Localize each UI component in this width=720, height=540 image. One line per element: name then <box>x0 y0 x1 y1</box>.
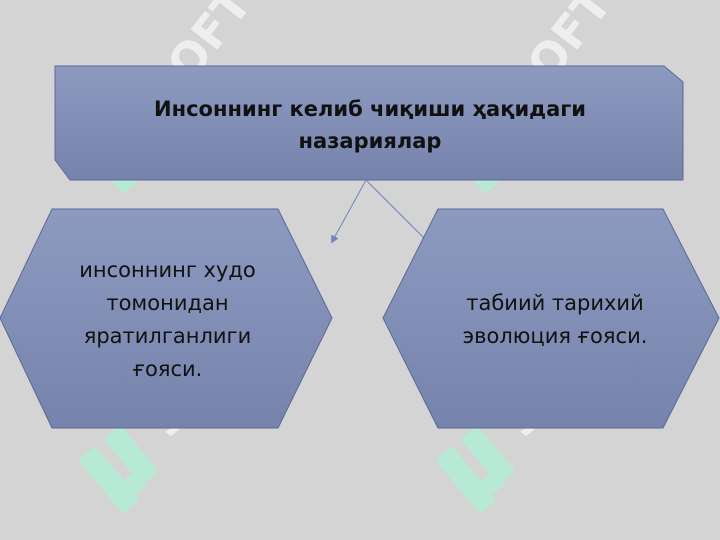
right-node-text: табиий тарихий эволюция ғояси. <box>420 250 690 390</box>
diagram-title: Инсоннинг келиб чиқиши ҳақидаги назариял… <box>70 80 670 170</box>
right-node-line: табиий тарихий <box>466 291 644 315</box>
watermark-logo-icon <box>436 426 515 513</box>
left-node-line: яратилганлиги <box>83 324 252 348</box>
left-node-text: инсоннинг худо томонидан яратилганлиги ғ… <box>40 240 295 400</box>
left-node-line: ғояси. <box>132 357 203 381</box>
connector-right <box>365 179 431 245</box>
left-node-line: томонидан <box>106 291 229 315</box>
title-line-2: назариялар <box>298 129 442 153</box>
connector-left <box>331 179 367 244</box>
title-banner-shape <box>54 65 684 181</box>
left-hexagon-shape <box>0 208 333 429</box>
left-node-line: инсоннинг худо <box>79 258 256 282</box>
watermark-logo-icon <box>79 426 158 513</box>
right-hexagon-shape <box>382 208 720 429</box>
right-node-line: эволюция ғояси. <box>462 324 648 348</box>
title-line-1: Инсоннинг келиб чиқиши ҳақидаги <box>154 97 586 121</box>
